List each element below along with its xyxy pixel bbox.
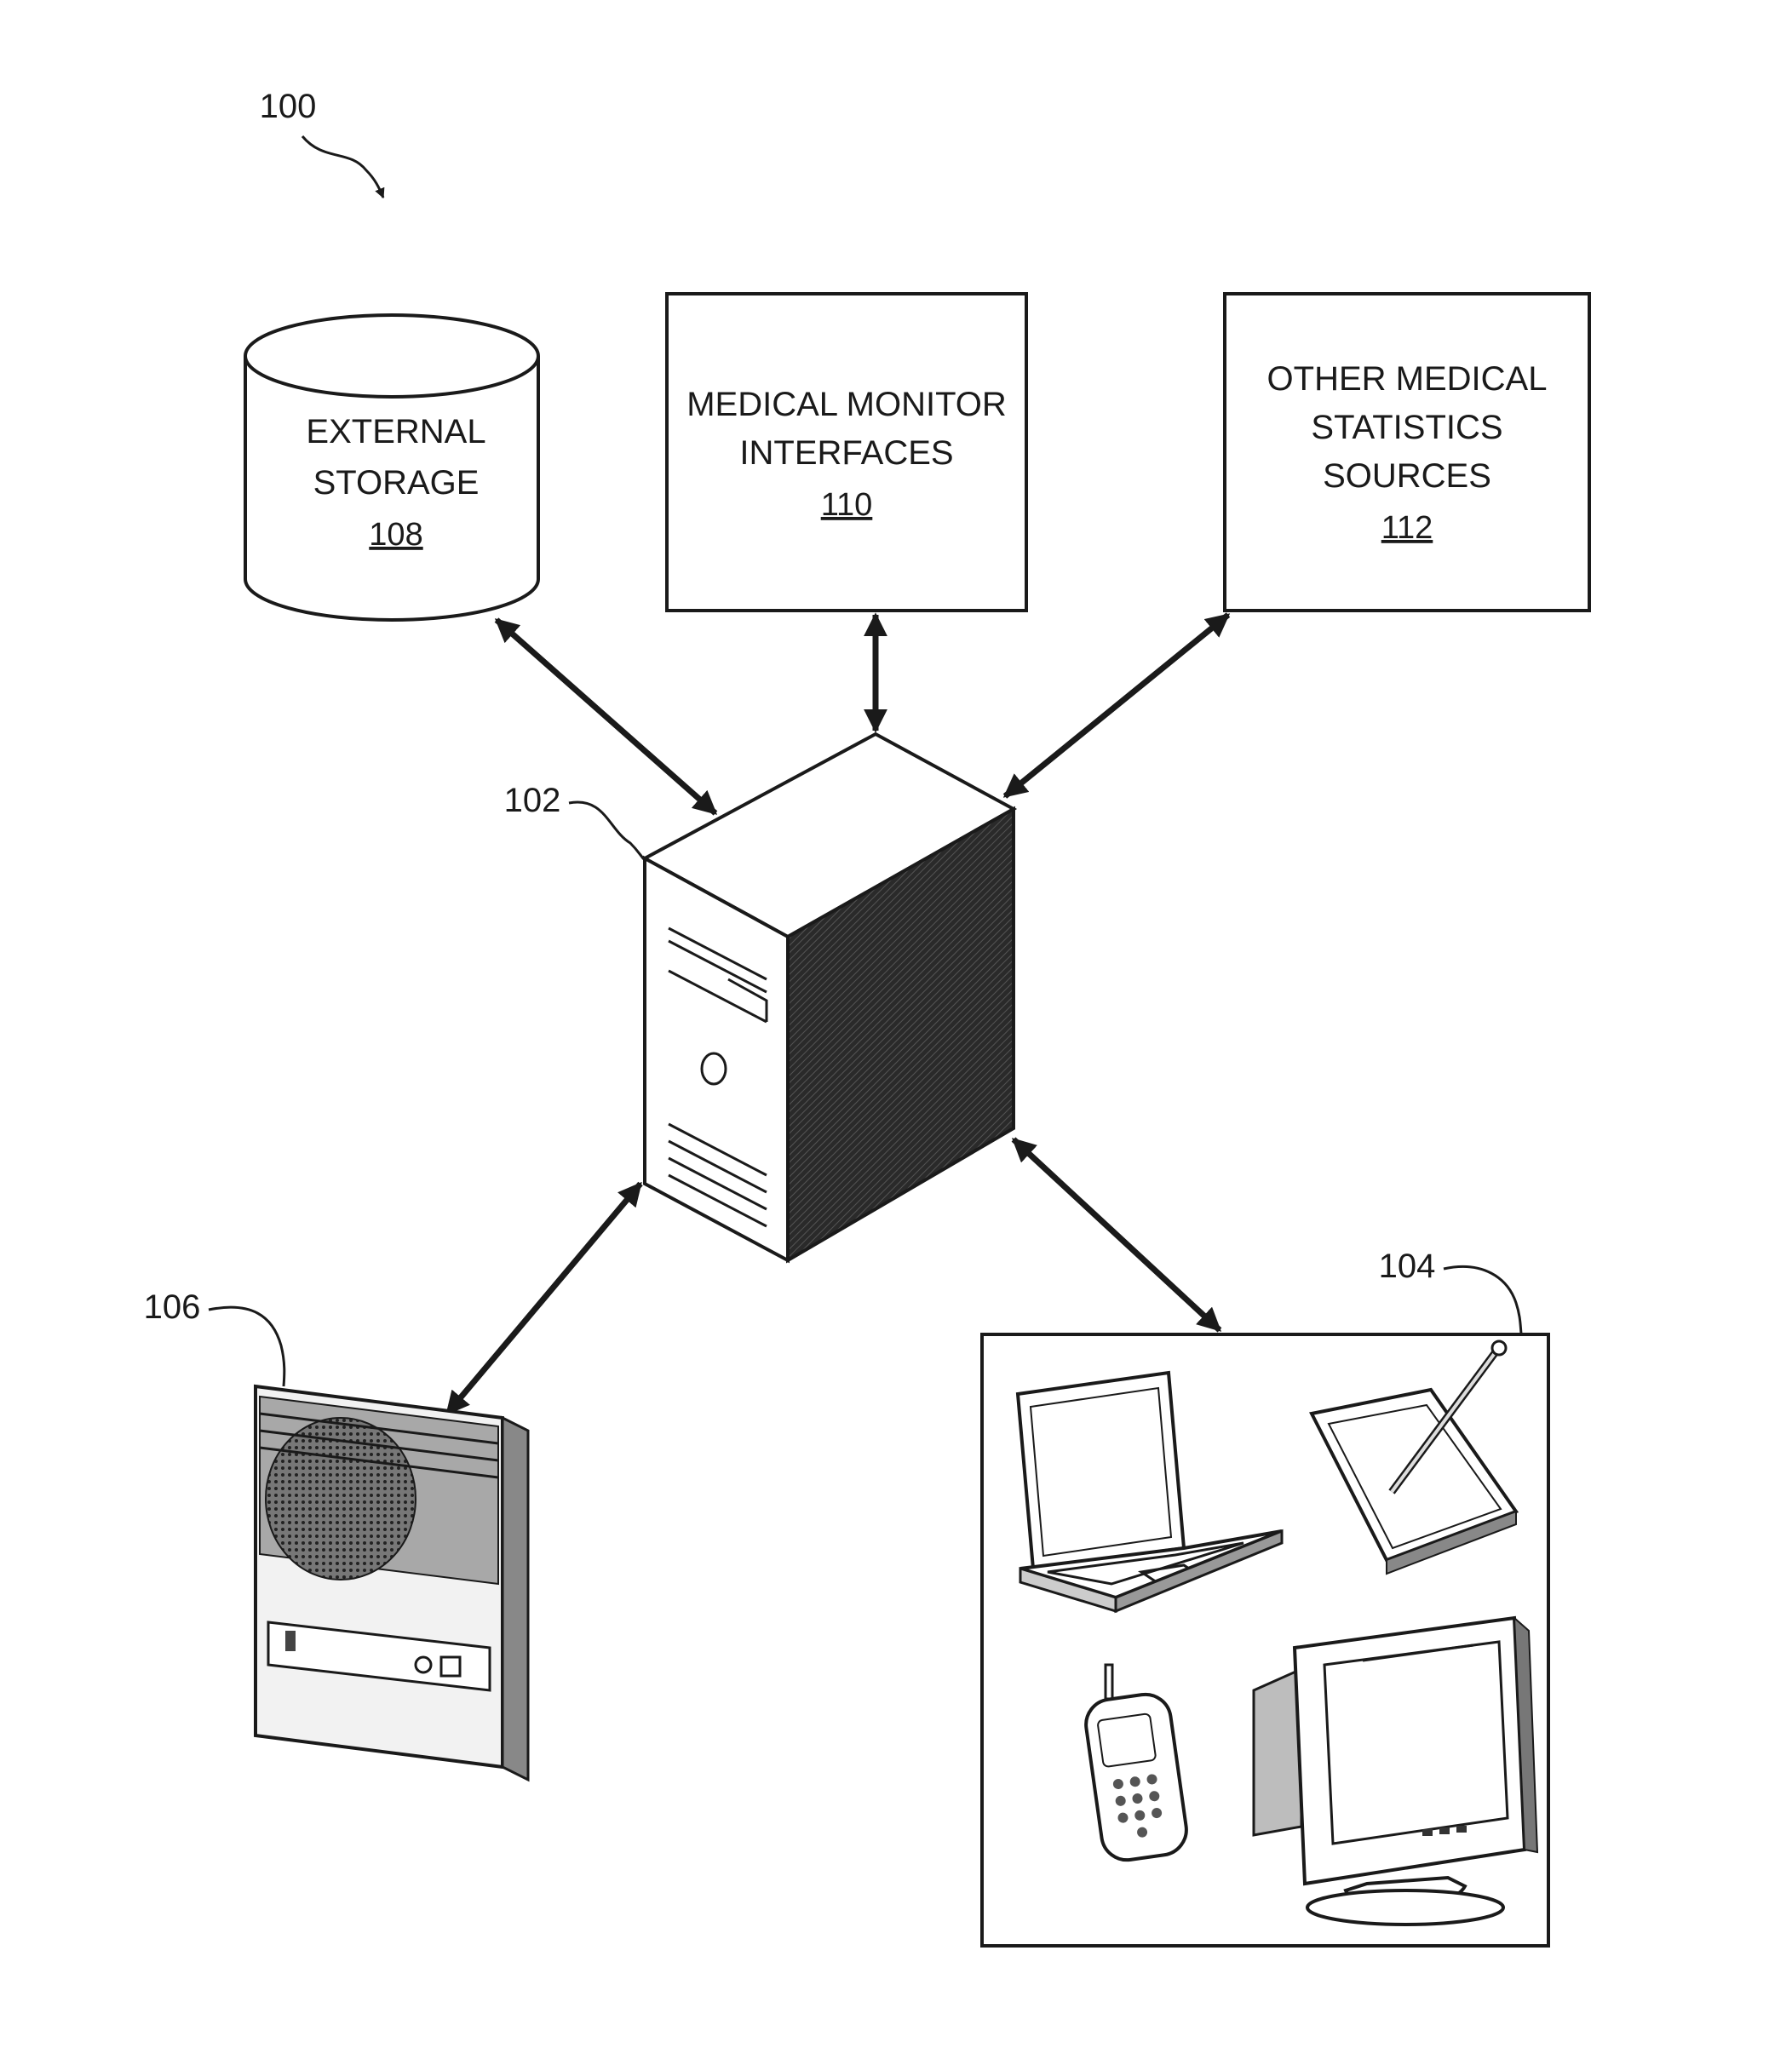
external-storage-line2: STORAGE	[313, 464, 480, 502]
server-callout: 102	[504, 782, 561, 819]
server-node: 102	[504, 734, 1014, 1260]
arrow-server-clients	[1014, 1139, 1220, 1330]
figure-number-label: 100	[260, 88, 317, 125]
speaker-callout-leader	[209, 1307, 284, 1386]
other-sources-ref: 112	[1381, 510, 1433, 546]
medical-monitor-line2: INTERFACES	[739, 434, 953, 472]
medical-monitor-ref: 110	[821, 487, 873, 523]
medical-monitor-interfaces-node: MEDICAL MONITOR INTERFACES 110	[667, 294, 1026, 611]
speaker-device-icon	[256, 1386, 528, 1780]
server-callout-leader	[569, 802, 645, 860]
client-devices-callout: 104	[1379, 1248, 1436, 1285]
client-devices-callout-leader	[1444, 1266, 1521, 1334]
figure-number: 100	[260, 88, 383, 198]
speaker-device-node: 106	[144, 1288, 528, 1780]
speaker-callout: 106	[144, 1288, 201, 1326]
other-sources-node: OTHER MEDICAL STATISTICS SOURCES 112	[1225, 294, 1589, 611]
server-tower-icon	[645, 734, 1014, 1260]
figure-number-arrow	[302, 136, 383, 198]
arrow-server-speaker	[447, 1184, 640, 1414]
arrow-server-other-sources	[1005, 615, 1228, 796]
external-storage-node: EXTERNAL STORAGE 108	[245, 315, 538, 620]
external-storage-ref: 108	[369, 517, 422, 553]
other-sources-line2: STATISTICS	[1311, 409, 1502, 446]
client-devices-node: 104	[982, 1248, 1548, 1946]
other-sources-line1: OTHER MEDICAL	[1267, 360, 1548, 398]
medical-monitor-line1: MEDICAL MONITOR	[686, 386, 1007, 423]
other-sources-box	[1225, 294, 1589, 611]
other-sources-line3: SOURCES	[1323, 457, 1491, 495]
external-storage-line1: EXTERNAL	[306, 413, 485, 450]
